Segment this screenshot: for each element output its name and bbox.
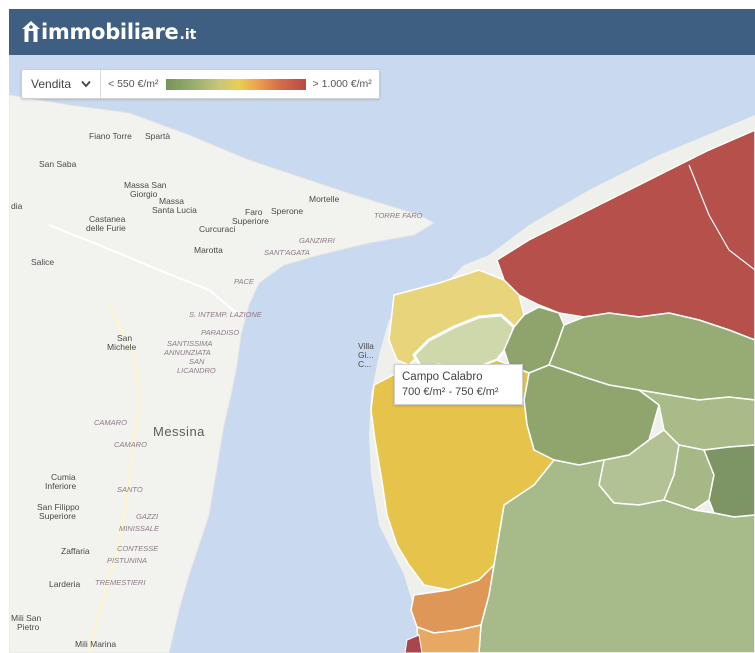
label-faro-superiore: Superiore (232, 216, 269, 226)
label-salice: Salice (31, 257, 54, 267)
logo-tld: .it (179, 26, 197, 43)
label-san-michele-2: Michele (107, 342, 137, 352)
label-cumia-2: Inferiore (45, 481, 76, 491)
label-massa-san-giorgio-2: Giorgio (130, 189, 158, 199)
label-sperone: Sperone (271, 206, 303, 216)
label-licandro: LICANDRO (177, 366, 216, 375)
label-villa-2: Gi... (358, 350, 374, 360)
house-logo-icon (22, 21, 40, 42)
label-santissima: SANTISSIMA (167, 339, 212, 348)
legend-max-label: > 1.000 €/m² (312, 78, 372, 90)
label-mili-marina: Mili Marina (75, 639, 116, 649)
label-camaro-2: CAMARO (114, 440, 147, 449)
label-massa-santa-lucia-2: Santa Lucia (152, 205, 197, 215)
region-red-small[interactable] (404, 634, 423, 653)
label-camaro: CAMARO (94, 418, 127, 427)
label-ganzirri: GANZIRRI (299, 236, 335, 245)
label-mili-san-pietro-2: Pietro (17, 622, 39, 632)
mode-select-value: Vendita (31, 77, 72, 91)
label-curcuraci: Curcuraci (199, 224, 235, 234)
label-torre-faro: TORRE FARO (374, 211, 423, 220)
label-pace: PACE (234, 277, 255, 286)
label-contesse: CONTESSE (117, 544, 159, 553)
label-tremestieri: TREMESTIERI (95, 578, 145, 587)
region-tooltip: Campo Calabro 700 €/m² - 750 €/m² (394, 364, 523, 405)
label-fiano-torre: Fiano Torre (89, 131, 132, 141)
label-san-michele: San (117, 333, 132, 343)
label-san: SAN (189, 357, 205, 366)
label-zaffaria: Zaffaria (61, 546, 90, 556)
label-massa-san-giorgio: Massa San (124, 180, 167, 190)
map-canvas[interactable]: Fiano Torre Spartà San Saba dia Massa Sa… (9, 55, 755, 653)
label-paradiso: PARADISO (201, 328, 239, 337)
label-san-saba: San Saba (39, 159, 77, 169)
mode-select[interactable]: Vendita (22, 70, 102, 98)
tooltip-price-range: 700 €/m² - 750 €/m² (402, 386, 499, 398)
label-villa: Villa (358, 341, 374, 351)
label-sant-agata: SANT'AGATA (264, 248, 310, 257)
label-c: C... (358, 359, 371, 369)
label-annunziata: ANNUNZIATA (163, 348, 211, 357)
label-san-filippo-2: Superiore (39, 511, 76, 521)
sicily-land (9, 94, 436, 653)
label-s-intemp: S. INTEMP. LAZIONE (189, 310, 263, 319)
label-marotta: Marotta (194, 245, 223, 255)
label-cumia: Cumia (51, 472, 76, 482)
label-pistunina: PISTUNINA (107, 556, 147, 565)
tooltip-region-name: Campo Calabro (402, 371, 483, 383)
label-faro: Faro (245, 207, 263, 217)
label-san-filippo: San Filippo (37, 502, 80, 512)
site-header: immobiliare .it (9, 9, 755, 55)
legend-gradient-bar (165, 78, 306, 90)
price-map[interactable]: Fiano Torre Spartà San Saba dia Massa Sa… (9, 55, 755, 653)
label-massa-santa-lucia: Massa (159, 196, 184, 206)
label-messina: Messina (153, 424, 205, 439)
region-orange-2[interactable] (416, 624, 482, 653)
label-gazzi: GAZZI (136, 512, 158, 521)
chevron-down-icon (81, 80, 91, 88)
label-minissale: MINISSALE (119, 524, 160, 533)
legend-min-label: < 550 €/m² (108, 78, 159, 90)
map-frame: immobiliare .it (9, 9, 755, 653)
label-sparta: Spartà (145, 131, 170, 141)
label-larderia: Larderia (49, 579, 80, 589)
label-dia: dia (11, 201, 23, 211)
label-castanea: Castanea (89, 214, 126, 224)
label-mortelle: Mortelle (309, 194, 340, 204)
label-castanea-2: delle Furie (86, 223, 126, 233)
site-logo[interactable]: immobiliare .it (21, 18, 196, 46)
logo-text: immobiliare (41, 20, 179, 44)
price-legend: Vendita < 550 €/m² > 1.000 €/m² (21, 69, 380, 99)
label-santo: SANTO (117, 485, 143, 494)
label-mili-san-pietro: Mili San (11, 613, 42, 623)
